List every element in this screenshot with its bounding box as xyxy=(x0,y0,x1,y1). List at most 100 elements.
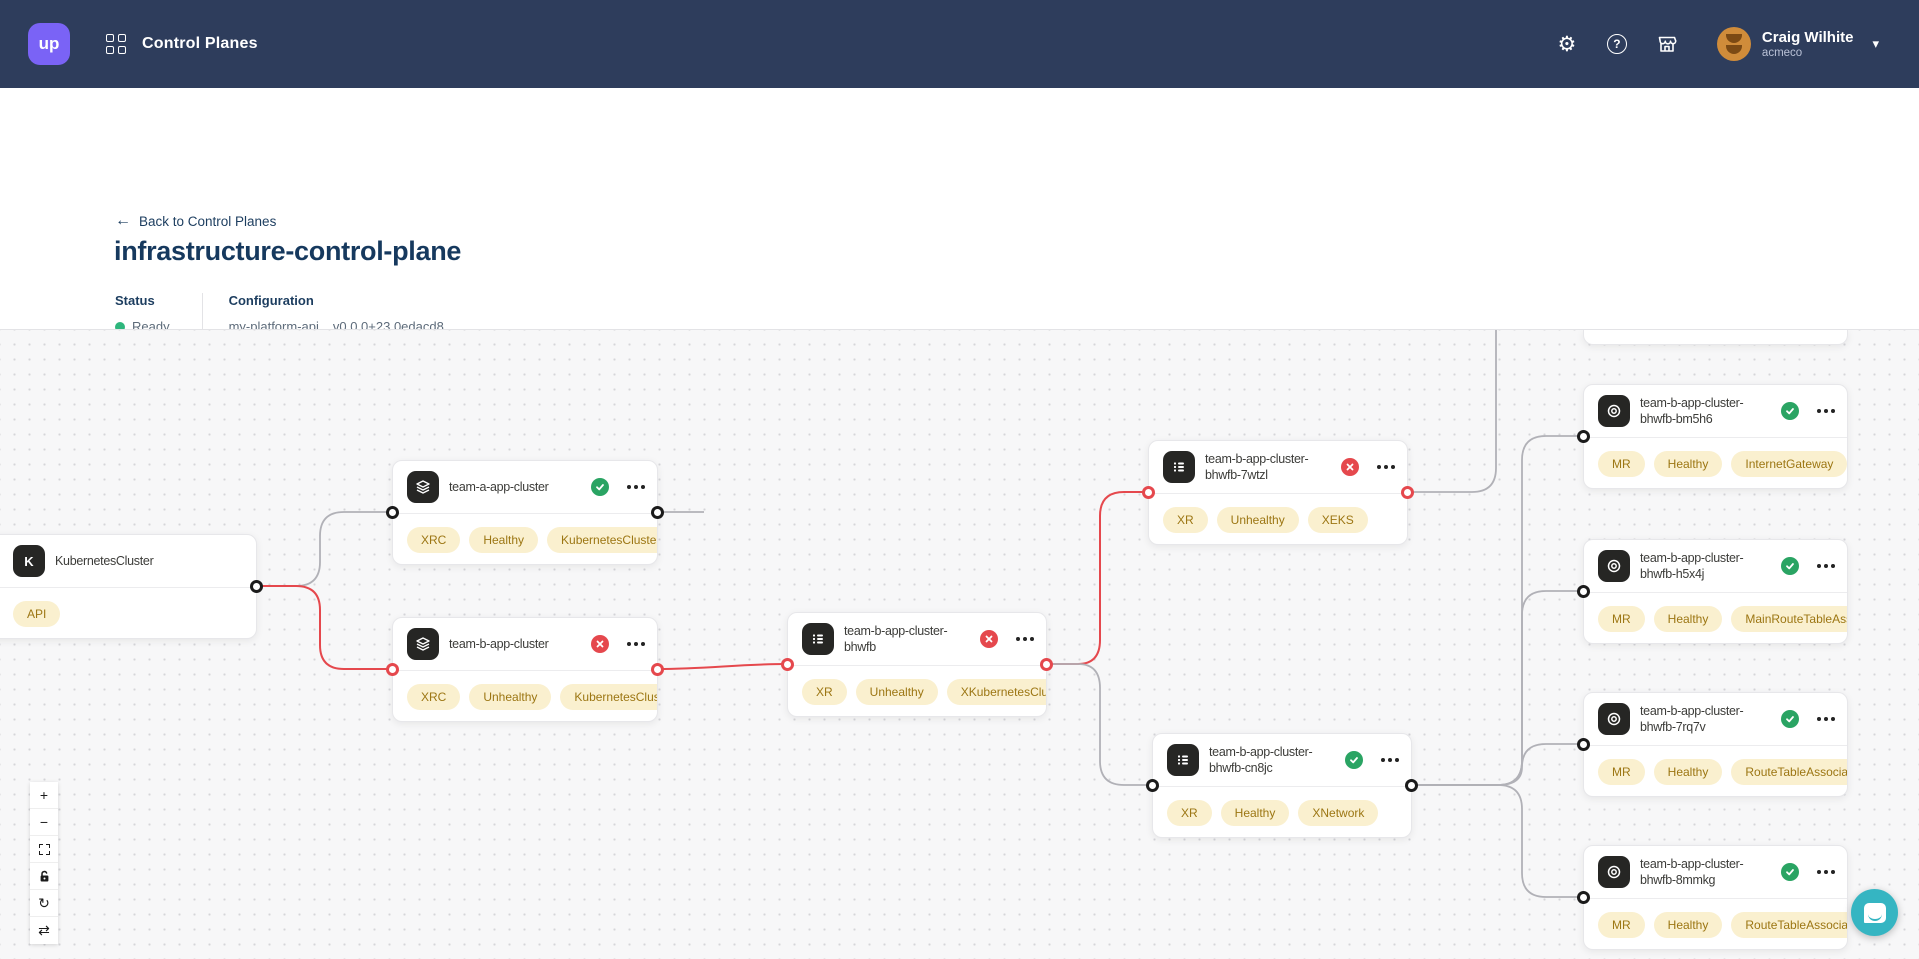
settings-gear-icon[interactable]: ⚙ xyxy=(1557,32,1577,56)
graph-node-team-b-app-cluster-bhwfb-7wtzl[interactable]: team-b-app-cluster-bhwfb-7wtzl XR Unheal… xyxy=(1142,440,1414,545)
status-healthy-icon xyxy=(1781,402,1799,420)
connection-handle xyxy=(1405,779,1418,792)
node-badge: Unhealthy xyxy=(855,678,938,705)
connection-handle xyxy=(1577,738,1590,751)
resource-graph-canvas[interactable]: K KubernetesCluster API team-a-app-clust… xyxy=(0,329,1919,959)
node-title: team-b-app-cluster-bhwfb-bm5h6 xyxy=(1640,395,1744,426)
node-badge: Healthy xyxy=(1653,758,1723,785)
connection-handle xyxy=(651,663,664,676)
node-menu-button[interactable] xyxy=(1817,409,1835,413)
connection-handle xyxy=(1577,891,1590,904)
upbound-logo[interactable]: up xyxy=(28,23,70,65)
refresh-graph-button[interactable]: ⇄ xyxy=(30,917,58,944)
meta-divider xyxy=(201,293,203,334)
node-badge: Healthy xyxy=(1653,450,1723,477)
node-title: team-b-app-cluster-bhwfb-8mmkg xyxy=(1640,856,1744,887)
graph-node-team-b-app-cluster[interactable]: team-b-app-cluster XRC Unhealthy Kuberne… xyxy=(386,617,664,722)
graph-node-team-b-app-cluster-bhwfb-7rq7v[interactable]: team-b-app-cluster-bhwfb-7rq7v MR Health… xyxy=(1577,692,1848,797)
graph-node-team-b-app-cluster-bhwfb[interactable]: team-b-app-cluster-bhwfb XR Unhealthy XK… xyxy=(781,612,1053,717)
chat-bubble-icon xyxy=(1863,902,1886,923)
graph-node-team-b-app-cluster-bhwfb-8mmkg[interactable]: team-b-app-cluster-bhwfb-8mmkg MR Health… xyxy=(1577,845,1848,950)
node-title: team-b-app-cluster-bhwfb xyxy=(844,623,948,654)
status-unhealthy-icon xyxy=(1341,458,1359,476)
back-arrow-icon: ← xyxy=(115,212,131,229)
edge-cn8jc-to-h5x4j xyxy=(1412,590,1583,786)
connection-handle xyxy=(1040,658,1053,671)
composite-claim-layers-icon xyxy=(407,628,439,660)
node-menu-button[interactable] xyxy=(627,642,645,646)
composite-resource-list-icon xyxy=(802,623,834,655)
app-switcher-grid-icon[interactable] xyxy=(106,34,126,54)
back-link[interactable]: ← Back to Control Planes xyxy=(115,213,276,229)
node-badge: Healthy xyxy=(1653,605,1723,632)
connection-handle xyxy=(1577,430,1590,443)
node-badge: XKubernetesCluster xyxy=(946,678,1046,705)
node-menu-button[interactable] xyxy=(1817,564,1835,568)
connection-handle xyxy=(386,663,399,676)
node-badge: Healthy xyxy=(1653,911,1723,938)
graph-node-team-b-app-cluster-bhwfb-cn8jc[interactable]: team-b-app-cluster-bhwfb-cn8jc XR Health… xyxy=(1146,733,1418,838)
marketplace-store-icon[interactable] xyxy=(1655,32,1679,56)
graph-node-kubernetescluster[interactable]: K KubernetesCluster API xyxy=(0,534,263,639)
edge-k8s-to-team-a xyxy=(257,511,392,587)
fit-view-icon xyxy=(38,843,50,855)
node-badge: MR xyxy=(1598,450,1645,477)
managed-resource-target-icon xyxy=(1598,856,1630,888)
status-healthy-icon xyxy=(1781,710,1799,728)
back-link-label: Back to Control Planes xyxy=(139,213,277,229)
user-name: Craig Wilhite xyxy=(1761,29,1854,46)
control-plane-meta: Status Ready Configuration my-platform-a… xyxy=(115,293,444,334)
node-menu-button[interactable] xyxy=(627,485,645,489)
node-badge: XR xyxy=(802,678,847,705)
lock-button[interactable] xyxy=(30,863,58,890)
graph-node-team-a-app-cluster[interactable]: team-a-app-cluster XRC Healthy Kubernete… xyxy=(386,460,664,565)
status-healthy-icon xyxy=(1781,557,1799,575)
node-menu-button[interactable] xyxy=(1817,717,1835,721)
edge-bhwfb-to-7wtzl xyxy=(1047,491,1148,665)
zoom-out-button[interactable]: − xyxy=(30,809,58,836)
user-menu[interactable]: Craig Wilhite acmeco ▾ xyxy=(1716,27,1879,61)
edge-7wtzl-to-offscreen xyxy=(1408,330,1497,493)
connection-handle xyxy=(1146,779,1159,792)
top-navbar: up Control Planes ⚙ ? Craig Wilhite acme… xyxy=(0,0,1919,88)
composite-resource-list-icon xyxy=(1167,744,1199,776)
kubernetes-cluster-icon: K xyxy=(13,545,45,577)
zoom-in-button[interactable]: + xyxy=(30,782,58,809)
edge-team-b-to-bhwfb xyxy=(657,663,788,670)
help-icon[interactable]: ? xyxy=(1605,32,1629,56)
node-badge: InternetGateway xyxy=(1731,450,1847,477)
graph-edges xyxy=(257,330,1583,898)
page-header: ← Back to Control Planes infrastructure-… xyxy=(0,88,1919,415)
graph-node-team-b-app-cluster-bhwfb-h5x4j[interactable]: team-b-app-cluster-bhwfb-h5x4j MR Health… xyxy=(1577,539,1848,644)
node-badge: XRC xyxy=(407,526,461,553)
node-badge: XEKS xyxy=(1307,506,1368,533)
connection-handle xyxy=(1577,585,1590,598)
node-badge: XR xyxy=(1167,799,1212,826)
node-badge: RouteTableAssociation xyxy=(1731,911,1847,938)
user-avatar xyxy=(1716,27,1751,61)
node-badge: Unhealthy xyxy=(469,683,552,710)
connection-handle xyxy=(250,580,263,593)
node-title: team-b-app-cluster-bhwfb-7wtzl xyxy=(1205,451,1309,482)
configuration-label: Configuration xyxy=(228,293,314,308)
node-badge: Healthy xyxy=(469,526,539,553)
fit-view-button[interactable] xyxy=(30,836,58,863)
node-menu-button[interactable] xyxy=(1381,758,1399,762)
node-menu-button[interactable] xyxy=(1817,870,1835,874)
node-menu-button[interactable] xyxy=(1016,637,1034,641)
app-title: Control Planes xyxy=(142,35,258,52)
reset-view-button[interactable]: ↻ xyxy=(30,890,58,917)
node-menu-button[interactable] xyxy=(1377,465,1395,469)
graph-node-partial[interactable] xyxy=(1583,330,1848,345)
user-org: acmeco xyxy=(1761,47,1803,59)
node-badge: MR xyxy=(1598,758,1645,785)
node-badge: KubernetesCluster xyxy=(560,683,657,710)
node-title: KubernetesCluster xyxy=(55,553,154,568)
chat-launcher-button[interactable] xyxy=(1851,889,1898,936)
graph-node-team-b-app-cluster-bhwfb-bm5h6[interactable]: team-b-app-cluster-bhwfb-bm5h6 MR Health… xyxy=(1577,384,1848,489)
edge-bhwfb-to-cn8jc xyxy=(1047,663,1152,786)
status-healthy-icon xyxy=(1345,751,1363,769)
node-title: team-b-app-cluster-bhwfb-7rq7v xyxy=(1640,703,1744,734)
status-unhealthy-icon xyxy=(980,630,998,648)
edge-cn8jc-to-8mmkg xyxy=(1412,784,1583,898)
